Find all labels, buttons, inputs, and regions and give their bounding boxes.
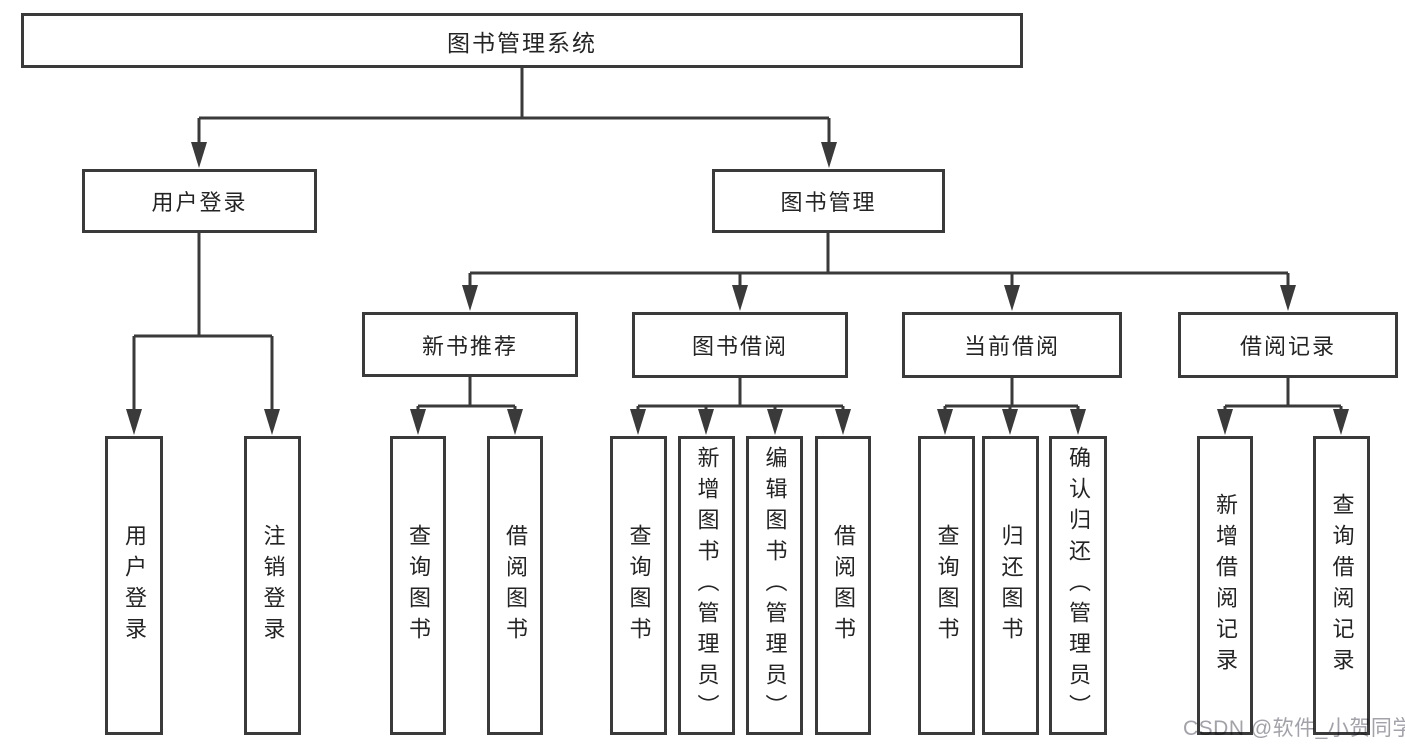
leaf-label: 注销登录 <box>260 523 286 648</box>
node-new-book-recommend: 新书推荐 <box>362 312 578 377</box>
connector-root-to-level2 <box>191 68 837 168</box>
arrowhead <box>462 285 478 311</box>
leaf-borrow-books-recommend: 借阅图书 <box>487 436 543 735</box>
leaf-label: 借阅图书 <box>831 523 856 648</box>
leaf-query-books-recommend: 查询图书 <box>390 436 446 735</box>
arrowhead <box>507 409 523 435</box>
connector-book-borrowing-to-leaves <box>630 378 851 435</box>
arrowhead <box>767 409 783 435</box>
leaf-add-book-admin: 新增图书（管理员） <box>678 436 735 735</box>
leaf-borrow-books: 借阅图书 <box>815 436 871 735</box>
leaf-label: 借阅图书 <box>503 523 528 648</box>
arrowhead <box>835 409 851 435</box>
arrowhead <box>1217 409 1233 435</box>
node-borrowing-records: 借阅记录 <box>1178 312 1398 378</box>
connector-new-book-recommend-to-leaves <box>410 377 523 435</box>
node-book-management: 图书管理 <box>712 169 945 233</box>
leaf-label: 新增借阅记录 <box>1213 492 1238 679</box>
arrowhead <box>937 409 953 435</box>
leaf-label: 查询图书 <box>406 523 431 648</box>
arrowhead <box>126 409 142 435</box>
node-label: 新书推荐 <box>421 333 518 359</box>
arrowhead <box>1002 409 1018 435</box>
leaf-label: 确认归还（管理员） <box>1066 446 1091 725</box>
leaf-confirm-return-admin: 确认归还（管理员） <box>1049 436 1107 735</box>
leaf-return-books: 归还图书 <box>982 436 1039 735</box>
connector-user-login-to-leaves <box>126 233 280 435</box>
leaf-logout: 注销登录 <box>244 436 301 735</box>
leaf-user-login: 用户登录 <box>105 436 163 735</box>
leaf-label: 查询借阅记录 <box>1329 492 1355 679</box>
node-current-borrowing: 当前借阅 <box>902 312 1122 378</box>
node-label: 图书管理系统 <box>447 29 597 56</box>
arrowhead <box>732 285 748 311</box>
arrowhead <box>1004 285 1020 311</box>
node-label: 图书管理 <box>780 190 877 215</box>
leaf-label: 查询图书 <box>934 523 960 648</box>
connector-borrowing-records-to-leaves <box>1217 378 1349 435</box>
leaf-edit-book-admin: 编辑图书（管理员） <box>746 436 803 735</box>
arrowhead <box>698 409 714 435</box>
node-label: 用户登录 <box>151 190 248 215</box>
arrowhead <box>191 142 207 168</box>
arrowhead <box>1280 285 1296 311</box>
arrowhead <box>821 142 837 168</box>
arrowhead <box>1333 409 1349 435</box>
leaf-label: 用户登录 <box>122 523 147 648</box>
leaf-query-books-borrowing: 查询图书 <box>610 436 667 735</box>
leaf-query-books-current: 查询图书 <box>918 436 975 735</box>
node-label: 当前借阅 <box>963 334 1060 359</box>
arrowhead <box>1070 409 1086 435</box>
arrowhead <box>410 409 426 435</box>
node-user-login-group: 用户登录 <box>82 169 317 233</box>
leaf-label: 编辑图书（管理员） <box>762 446 788 725</box>
leaf-label: 归还图书 <box>998 523 1024 648</box>
connector-current-borrowing-to-leaves <box>937 378 1086 435</box>
leaf-query-borrow-record: 查询借阅记录 <box>1313 436 1370 735</box>
leaf-label: 新增图书（管理员） <box>694 446 720 725</box>
arrowhead <box>630 409 646 435</box>
node-book-borrowing: 图书借阅 <box>632 312 848 378</box>
arrowhead <box>264 409 280 435</box>
node-label: 借阅记录 <box>1239 334 1336 359</box>
csdn-watermark: CSDN @软件_小贺同学 <box>1183 717 1405 740</box>
leaf-add-borrow-record: 新增借阅记录 <box>1197 436 1253 735</box>
node-label: 图书借阅 <box>691 334 788 359</box>
node-library-management-system: 图书管理系统 <box>21 13 1023 68</box>
leaf-label: 查询图书 <box>626 523 652 648</box>
connector-book-management-to-level3 <box>462 233 1296 311</box>
